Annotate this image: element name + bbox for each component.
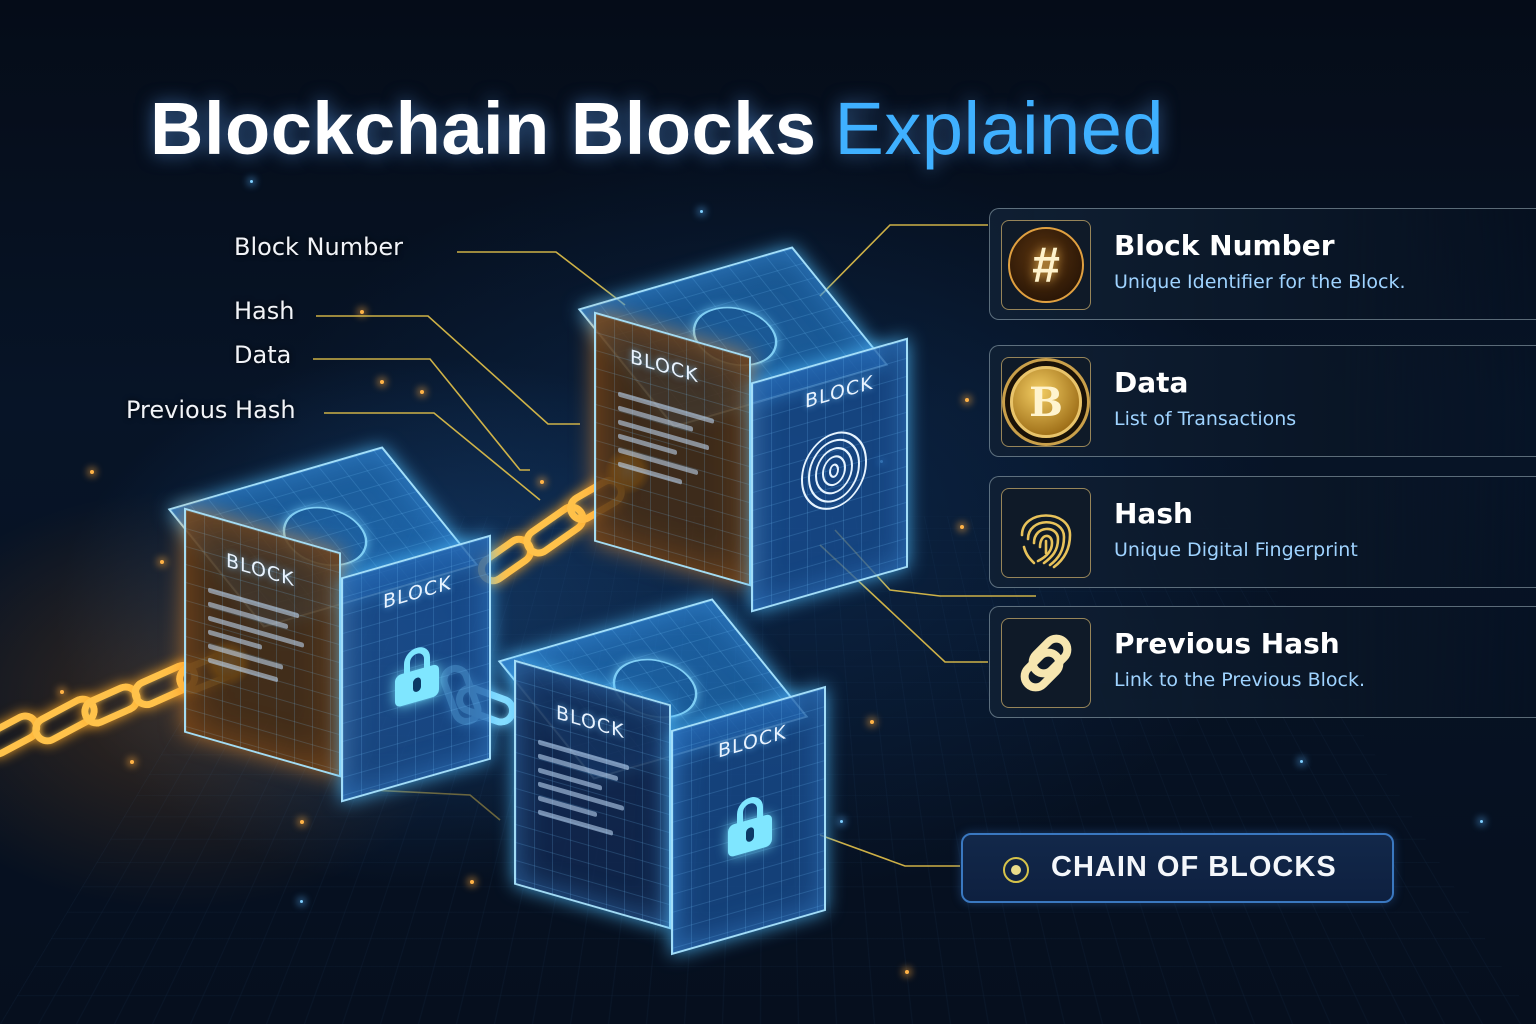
fingerprint-glyph — [1020, 514, 1072, 569]
target-dot-icon — [1003, 857, 1029, 883]
lock-icon — [728, 791, 772, 858]
cube-right-face: BLOCK — [751, 337, 908, 613]
chain-link-icon — [1001, 618, 1091, 708]
lock-icon — [395, 641, 439, 709]
chain-link-glyph — [1020, 634, 1072, 692]
block-cube-top: BLOCK BLOCK — [577, 246, 912, 613]
bitcoin-coin-icon: B — [1001, 357, 1091, 447]
card-title: Hash — [1114, 497, 1193, 530]
data-lines — [208, 578, 315, 702]
hash-icon: # — [1001, 220, 1091, 310]
chain-of-blocks-badge: CHAIN OF BLOCKS — [961, 833, 1394, 903]
card-title: Data — [1114, 366, 1189, 399]
cube-right-face: BLOCK — [671, 685, 826, 956]
callout-hash: Hash — [234, 297, 295, 325]
title-main: Blockchain Blocks — [150, 87, 817, 170]
info-card-hash: Hash Unique Digital Fingerprint — [989, 476, 1536, 588]
info-card-block-number: # Block Number Unique Identifier for the… — [989, 208, 1536, 320]
card-subtitle: Unique Identifier for the Block. — [1114, 271, 1406, 293]
card-subtitle: Unique Digital Fingerprint — [1114, 539, 1358, 561]
card-subtitle: List of Transactions — [1114, 408, 1297, 430]
cube-left-face: BLOCK — [184, 507, 341, 778]
cube-right-face: BLOCK — [341, 534, 491, 803]
data-lines — [538, 730, 645, 854]
card-subtitle: Link to the Previous Block. — [1114, 669, 1366, 691]
cube-left-face: BLOCK — [514, 659, 671, 930]
fingerprint-icon — [1001, 488, 1091, 578]
title-accent: Explained — [834, 87, 1165, 170]
callout-block-number: Block Number — [234, 233, 403, 261]
chain-of-blocks-label: CHAIN OF BLOCKS — [1051, 851, 1337, 883]
fingerprint-icon — [801, 431, 867, 510]
block-cube-bottom: BLOCK BLOCK — [497, 598, 832, 956]
card-title: Block Number — [1114, 229, 1335, 262]
callout-data: Data — [234, 341, 292, 369]
data-lines — [618, 382, 725, 506]
block-cube-left: BLOCK BLOCK — [167, 446, 502, 803]
card-title: Previous Hash — [1114, 627, 1340, 660]
callout-previous-hash: Previous Hash — [126, 396, 296, 424]
info-card-previous-hash: Previous Hash Link to the Previous Block… — [989, 606, 1536, 718]
info-card-data: B Data List of Transactions — [989, 345, 1536, 457]
cube-left-face: BLOCK — [594, 311, 751, 587]
